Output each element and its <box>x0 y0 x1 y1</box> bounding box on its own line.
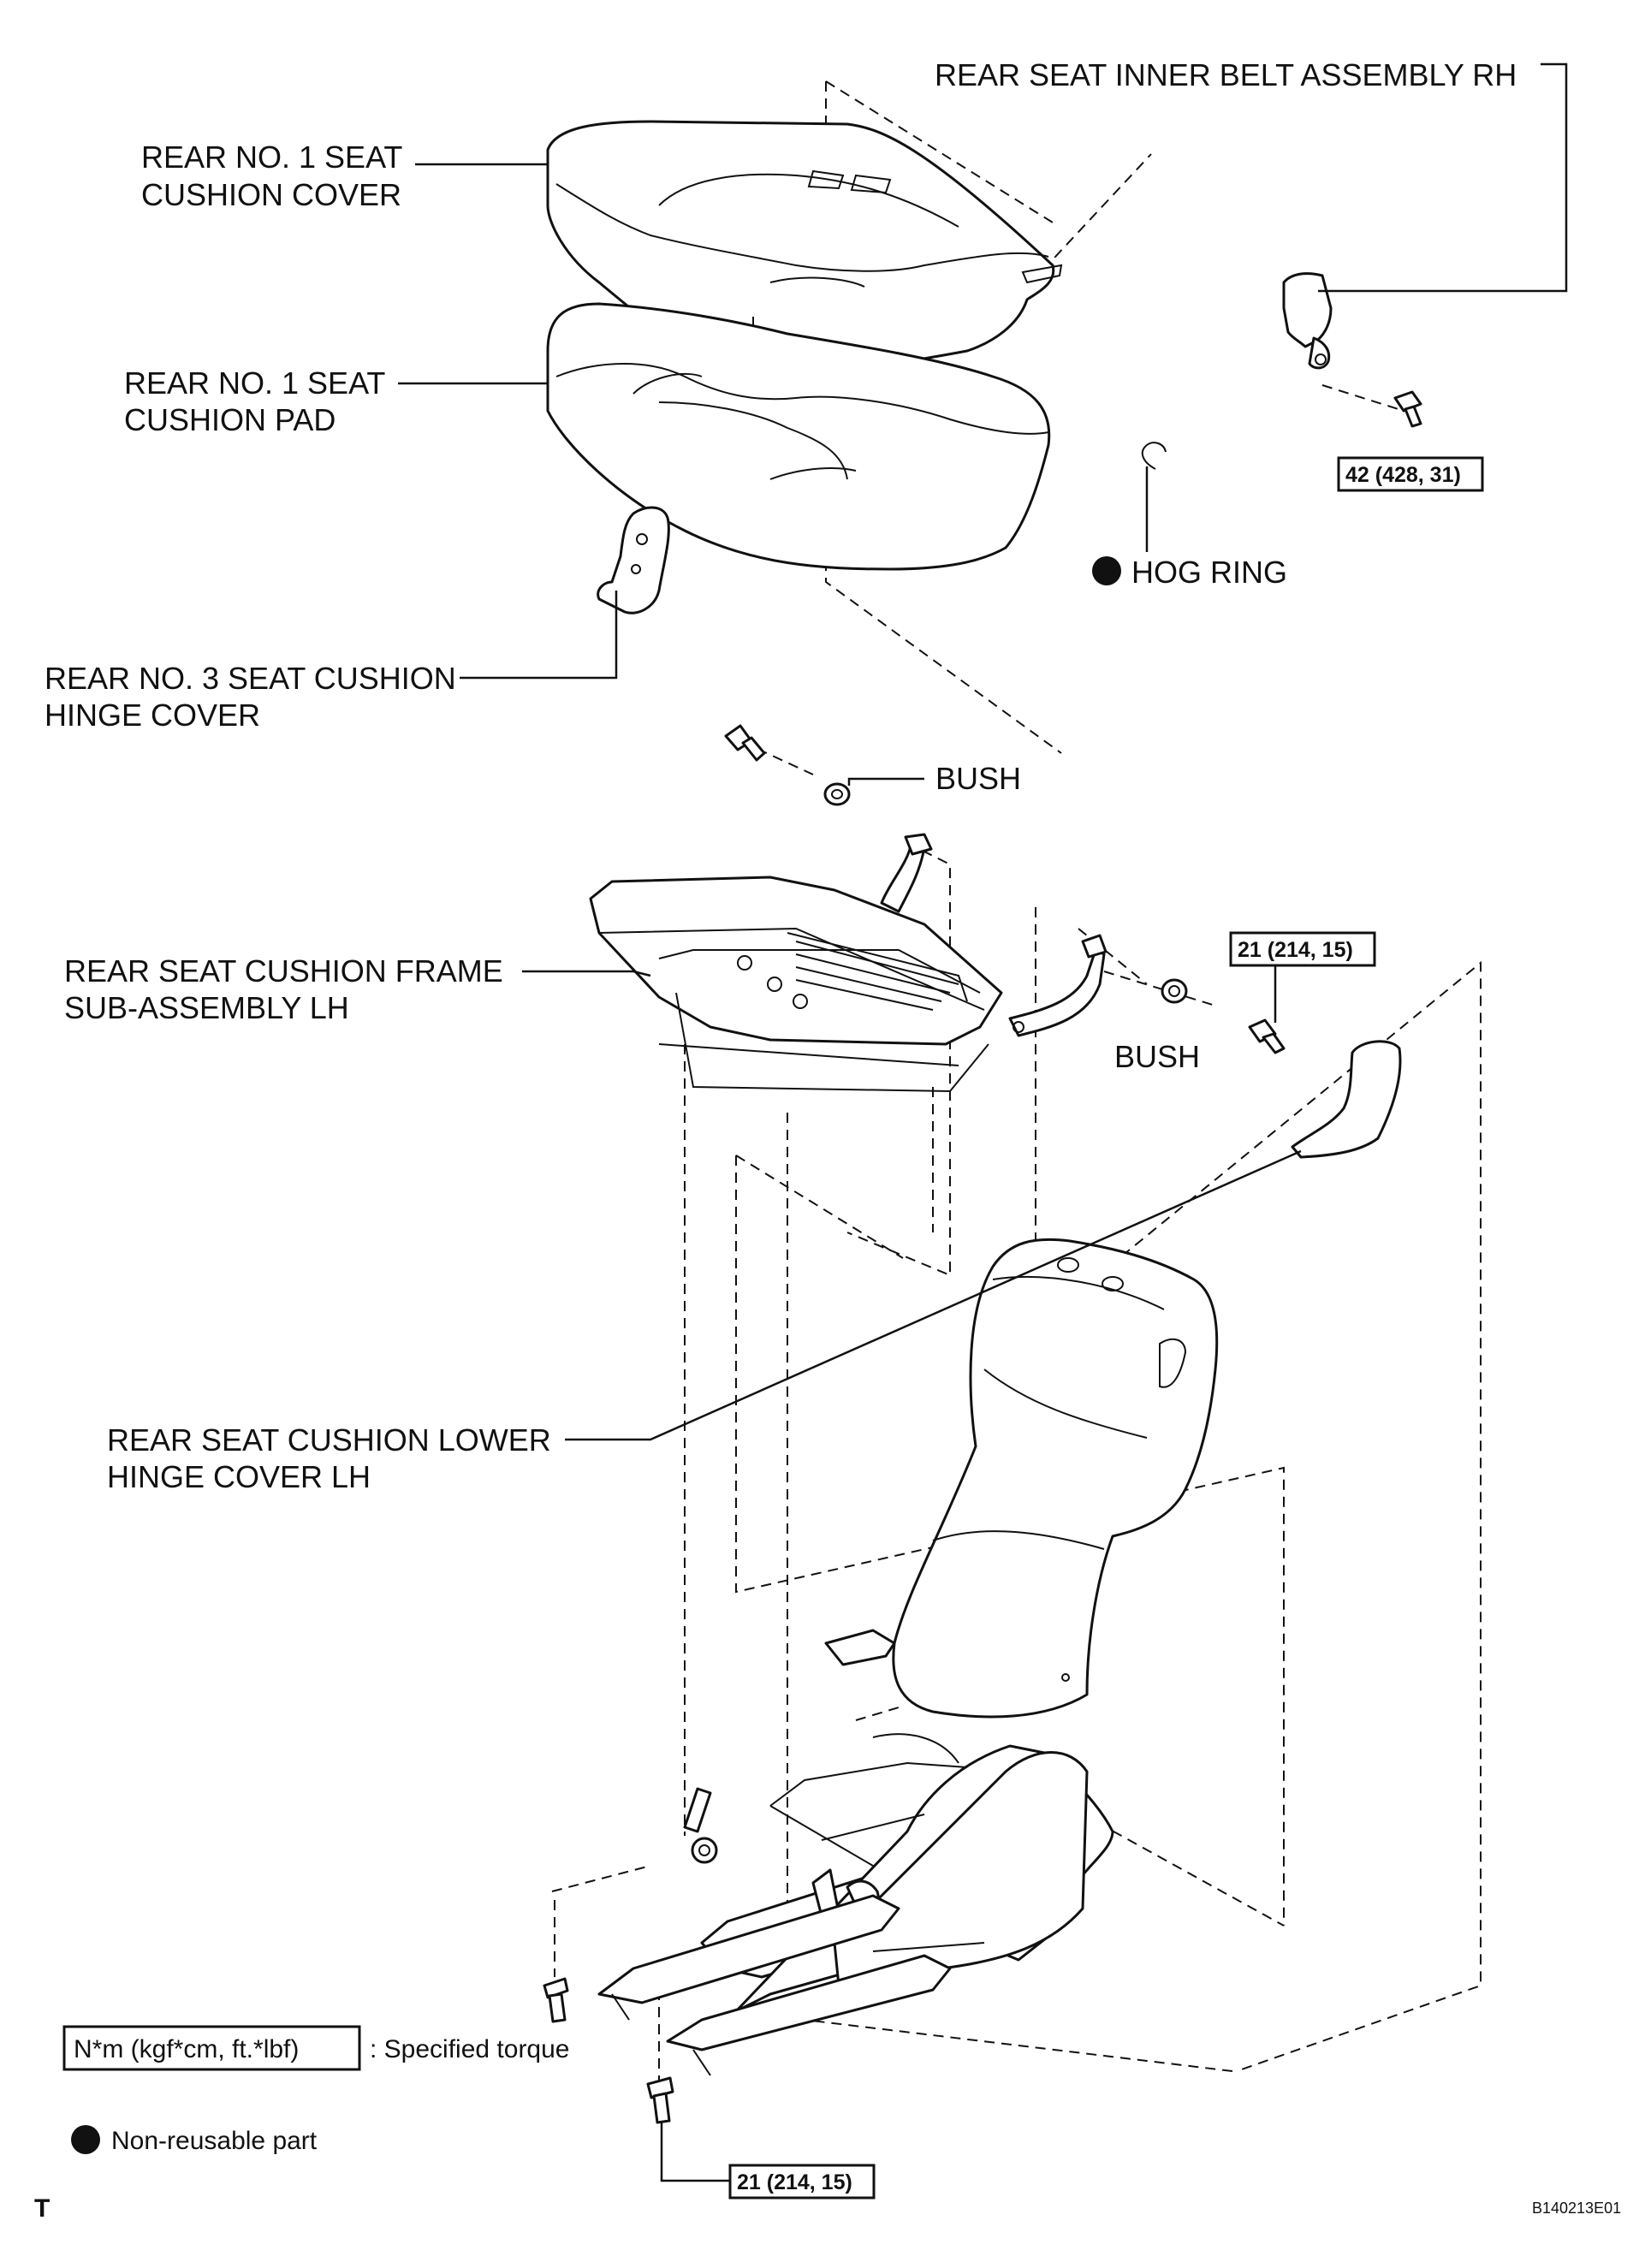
label-cushion-pad-line1: REAR NO. 1 SEAT <box>124 365 385 401</box>
leader-lines <box>398 62 1568 2182</box>
legend-torque-desc: : Specified torque <box>370 2035 569 2063</box>
inner-belt-part <box>1282 272 1333 370</box>
cushion-frame-part <box>589 833 1108 1093</box>
label-cushion-cover-line2: CUSHION COVER <box>141 177 401 212</box>
hinge-cover-no3-part <box>597 506 670 614</box>
lower-hinge-cover-part <box>1291 1040 1402 1159</box>
bottom-left-bolt <box>543 1977 569 2023</box>
corner-mark: T <box>34 2194 50 2223</box>
label-inner-belt: REAR SEAT INNER BELT ASSEMBLY RH <box>935 57 1517 92</box>
hog-ring-part <box>1141 442 1167 470</box>
label-lower-hinge-line2: HINGE COVER LH <box>107 1459 371 1494</box>
legend-torque-box <box>62 2025 361 2071</box>
torque-box-bottom: 21 (214, 15) <box>728 2164 876 2200</box>
torque-box-frame: 21 (214, 15) <box>1229 931 1376 967</box>
torque-frame-value: 21 (214, 15) <box>1238 938 1353 962</box>
cushion-pad-part <box>546 302 1051 571</box>
label-bush-right: BUSH <box>1114 1039 1200 1074</box>
bottom-center-bolt <box>646 2076 674 2124</box>
legend-non-reusable: Non-reusable part <box>111 2127 318 2155</box>
label-hog-ring: HOG RING <box>1131 555 1287 590</box>
label-cushion-pad-line2: CUSHION PAD <box>124 402 336 437</box>
label-lower-hinge-line1: REAR SEAT CUSHION LOWER <box>107 1422 551 1458</box>
label-bush-top: BUSH <box>935 761 1021 796</box>
legend-torque-unit: N*m (kgf*cm, ft.*lbf) <box>74 2035 299 2063</box>
belt-bolt <box>1393 390 1422 428</box>
labels: REAR SEAT INNER BELT ASSEMBLY RH REAR NO… <box>45 57 1517 1494</box>
hog-ring-nonreusable-icon <box>1092 556 1121 585</box>
legend: N*m (kgf*cm, ft.*lbf) : Specified torque… <box>62 2025 569 2155</box>
label-frame-line1: REAR SEAT CUSHION FRAME <box>64 953 503 989</box>
figure-id: B140213E01 <box>1532 2200 1621 2217</box>
torque-belt-value: 42 (428, 31) <box>1345 463 1461 487</box>
torque-box-belt: 42 (428, 31) <box>1337 456 1484 492</box>
label-hinge-cover-no3-line1: REAR NO. 3 SEAT CUSHION <box>45 661 456 696</box>
label-frame-line2: SUB-ASSEMBLY LH <box>64 990 349 1025</box>
bush-right-part <box>1161 978 1188 1004</box>
torque-bottom-value: 21 (214, 15) <box>737 2170 852 2194</box>
frame-right-bolt <box>1248 1018 1286 1054</box>
label-hinge-cover-no3-line2: HINGE COVER <box>45 698 260 733</box>
seat-back-assembly-part <box>597 1238 1219 2076</box>
non-reusable-icon <box>71 2125 100 2154</box>
frame-top-bolt <box>724 724 766 762</box>
label-cushion-cover-line1: REAR NO. 1 SEAT <box>141 140 402 175</box>
bush-top-part <box>823 782 851 806</box>
